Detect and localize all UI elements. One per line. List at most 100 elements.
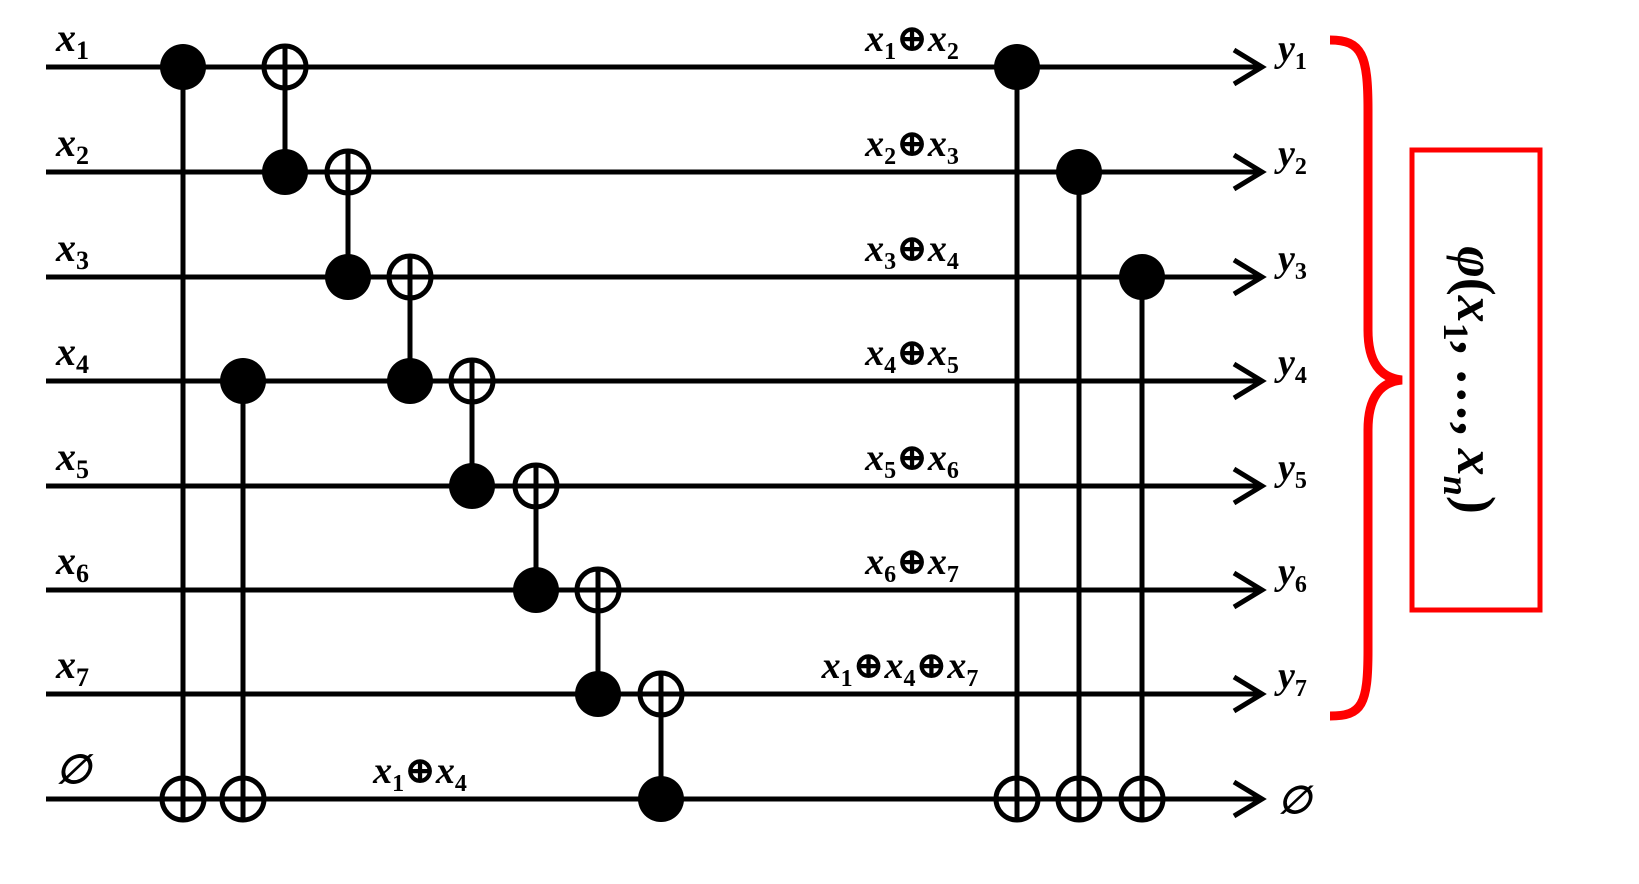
xor-operator: ⊕	[896, 332, 928, 374]
control-dot	[262, 149, 308, 195]
input-label-5: x5	[55, 434, 89, 484]
ancilla-xor-label: x1⊕x4	[372, 750, 467, 797]
labels: x1x2x3x4x5x6x7∅y1y2y3y4y5y6y7∅x1⊕x2x2⊕x3…	[55, 15, 1314, 822]
term-variable: x	[864, 228, 884, 270]
term-subscript: 3	[884, 249, 896, 275]
cnot-gate-9	[637, 670, 685, 822]
control-dot	[994, 44, 1040, 90]
control-dot	[1056, 149, 1102, 195]
wire-1-xor-label: x1⊕x2	[864, 18, 959, 65]
control-dot	[575, 671, 621, 717]
input-label-sub: 5	[76, 455, 89, 484]
output-label-7: y7	[1274, 655, 1307, 702]
cnot-gate-10	[993, 44, 1041, 823]
input-label-base: x	[55, 329, 76, 374]
cnot-gate-3	[261, 43, 309, 195]
xor-operator: ⊕	[853, 645, 885, 687]
output-label-sub: 2	[1295, 154, 1307, 180]
output-label-sub: 3	[1295, 259, 1307, 285]
output-label-base: y	[1274, 133, 1295, 175]
input-label-base: x	[55, 120, 76, 165]
term-subscript: 2	[947, 39, 959, 65]
term-subscript: 4	[455, 771, 467, 797]
wire-arrow-3	[1232, 257, 1267, 297]
term-variable: x	[821, 645, 841, 687]
input-label-4: x4	[55, 329, 89, 379]
xor-operator: ⊕	[404, 750, 436, 792]
output-label-5: y5	[1274, 447, 1307, 494]
wire-arrow-8	[1232, 779, 1267, 819]
output-label-8: ∅	[1278, 780, 1314, 822]
term-variable: x	[864, 18, 884, 60]
cnot-gate-7	[512, 462, 560, 613]
term-subscript: 1	[841, 666, 853, 692]
gates	[159, 43, 1166, 823]
input-label-6: x6	[55, 538, 89, 588]
control-dot	[449, 463, 495, 509]
control-dot	[387, 358, 433, 404]
wire-6-xor-label: x6⊕x7	[864, 541, 959, 588]
output-label-sub: 1	[1295, 49, 1307, 75]
term-variable: x	[927, 123, 947, 165]
control-dot	[513, 567, 559, 613]
wire-arrow-7	[1232, 674, 1267, 714]
term-variable: x	[946, 645, 966, 687]
cnot-gate-6	[448, 357, 496, 509]
wire-2-xor-label: x2⊕x3	[864, 123, 959, 170]
wire-7-xor-label: x1⊕x4⊕x7	[821, 645, 979, 692]
input-label-base: x	[55, 538, 76, 583]
input-label-3: x3	[55, 225, 89, 275]
output-brace	[1329, 35, 1403, 721]
output-label-4: y4	[1274, 342, 1307, 389]
term-variable: x	[864, 123, 884, 165]
term-subscript: 6	[947, 458, 959, 484]
output-label-sub: 6	[1295, 572, 1307, 598]
xor-operator: ⊕	[896, 123, 928, 165]
control-dot	[160, 44, 206, 90]
cnot-gate-2	[219, 358, 267, 823]
cnot-gate-5	[386, 253, 434, 404]
term-subscript: 3	[947, 144, 959, 170]
output-label-base: y	[1274, 551, 1295, 593]
term-subscript: 1	[392, 771, 404, 797]
input-label-sub: 3	[76, 246, 89, 275]
term-subscript: 6	[884, 562, 896, 588]
input-label-base: x	[55, 225, 76, 270]
wire-3-xor-label: x3⊕x4	[864, 228, 959, 275]
input-label-sub: 7	[76, 663, 89, 692]
term-subscript: 7	[947, 562, 959, 588]
function-close-paren: )	[1446, 496, 1506, 514]
term-variable: x	[864, 332, 884, 374]
function-open-paren: (	[1446, 278, 1506, 296]
term-variable: x	[435, 750, 455, 792]
term-subscript: 5	[947, 353, 959, 379]
output-label-sub: 7	[1295, 676, 1307, 702]
output-label-base: ∅	[1278, 780, 1314, 822]
term-variable: x	[927, 18, 947, 60]
xor-operator: ⊕	[896, 541, 928, 583]
term-variable: x	[927, 541, 947, 583]
function-argn: x	[1446, 448, 1506, 476]
output-label-base: y	[1274, 447, 1295, 489]
control-dot	[325, 254, 371, 300]
function-symbol: φ	[1446, 246, 1506, 278]
output-label-sub: 5	[1295, 468, 1307, 494]
input-label-base: x	[55, 434, 76, 479]
xor-operator: ⊕	[896, 18, 928, 60]
term-variable: x	[927, 228, 947, 270]
function-arg1: x	[1446, 295, 1506, 323]
term-variable: x	[884, 645, 904, 687]
input-label-sub: 6	[76, 559, 89, 588]
function-label: φ(x1, …, xn)	[1436, 246, 1506, 514]
output-label-base: y	[1274, 28, 1295, 70]
wire-arrow-5	[1232, 466, 1267, 506]
function-box	[1409, 147, 1543, 613]
term-variable: x	[372, 750, 392, 792]
xor-operator: ⊕	[896, 228, 928, 270]
term-subscript: 1	[884, 39, 896, 65]
function-separator: , …,	[1446, 341, 1506, 449]
wire-arrow-1	[1232, 47, 1267, 87]
xor-operator: ⊕	[916, 645, 948, 687]
cnot-gate-4	[324, 148, 372, 300]
